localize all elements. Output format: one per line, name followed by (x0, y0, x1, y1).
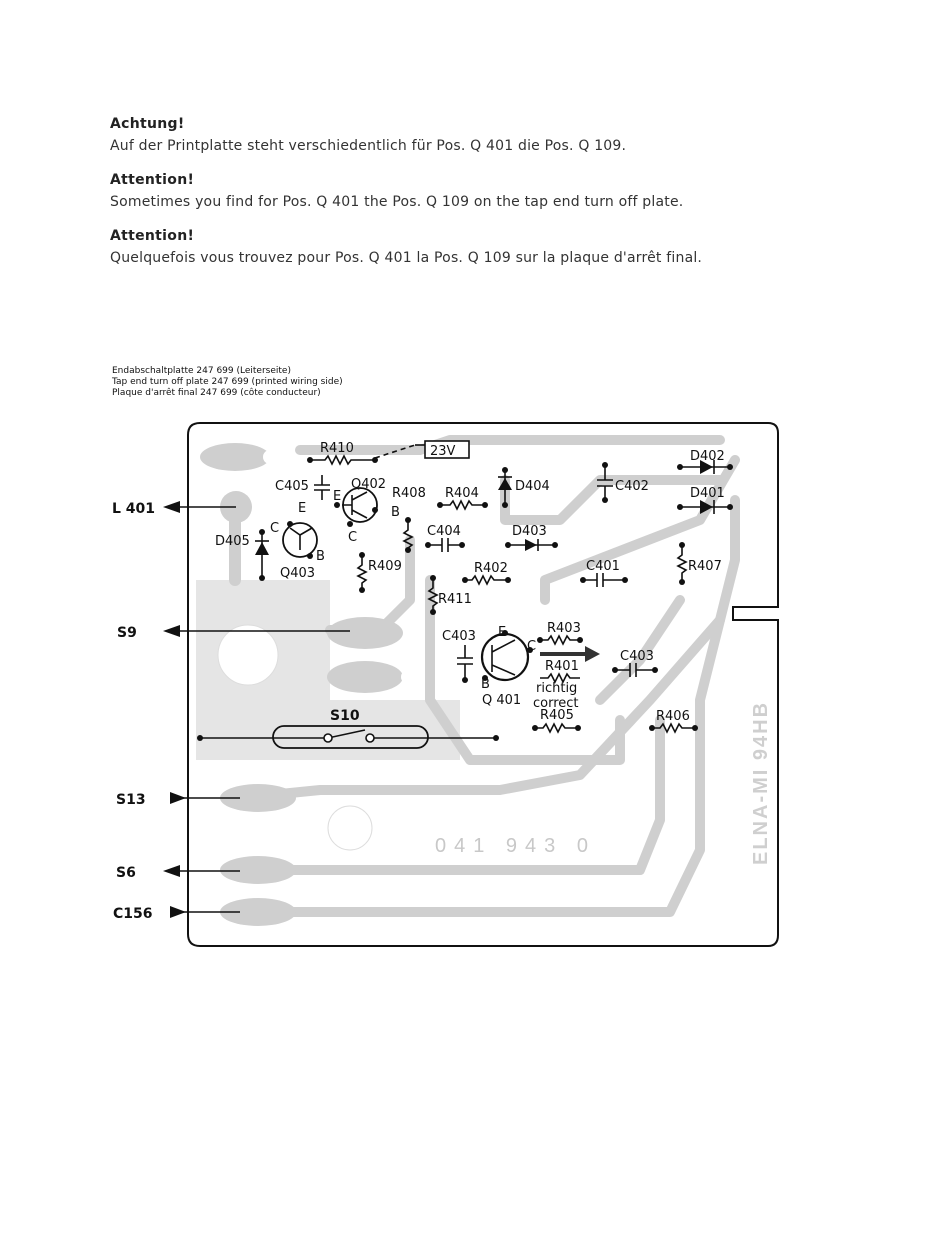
label-d405: D405 (215, 534, 250, 549)
notes-section: Achtung! Auf der Printplatte steht versc… (110, 116, 870, 284)
label-r405: R405 (540, 708, 574, 723)
board-part-number: 041 943 0 (435, 835, 596, 857)
connector-c156-label: C156 (113, 906, 153, 922)
label-c-q403: C (270, 521, 279, 536)
label-d404: D404 (515, 479, 550, 494)
note-english: Attention! Sometimes you find for Pos. Q… (110, 172, 870, 210)
label-s10: S10 (330, 708, 360, 724)
label-q403: Q403 (280, 566, 315, 581)
label-r404: R404 (445, 486, 479, 501)
component-labels: R410 23V D402 C405 Q402 R408 R404 D404 C… (215, 441, 725, 724)
connector-s6-label: S6 (116, 865, 136, 881)
label-richtig: richtig (536, 681, 577, 696)
label-b-q401: B (481, 677, 490, 692)
label-q401: Q 401 (482, 693, 521, 708)
label-r407: R407 (688, 559, 722, 574)
note-german: Achtung! Auf der Printplatte steht versc… (110, 116, 870, 154)
connector-s9-label: S9 (117, 625, 137, 641)
label-r410: R410 (320, 441, 354, 456)
label-23v: 23V (430, 444, 456, 459)
note-text: Auf der Printplatte steht verschiedentli… (110, 138, 627, 154)
label-e2-q402: E (333, 489, 341, 504)
label-b-q402: B (391, 505, 400, 520)
label-r411: R411 (438, 592, 472, 607)
note-title: Attention! (110, 172, 195, 188)
label-e-q401: E (498, 625, 506, 640)
note-french: Attention! Quelquefois vous trouvez pour… (110, 228, 870, 266)
label-d403: D403 (512, 524, 547, 539)
label-r403: R403 (547, 621, 581, 636)
label-c-q402: C (348, 530, 357, 545)
connector-l401-label: L 401 (112, 501, 155, 517)
label-e-q402: E (298, 501, 306, 516)
note-title: Achtung! (110, 116, 185, 132)
label-correct: correct (533, 696, 579, 711)
note-text: Quelquefois vous trouvez pour Pos. Q 401… (110, 250, 703, 266)
label-d402: D402 (690, 449, 725, 464)
copper-traces (196, 435, 740, 926)
label-c401: C401 (586, 559, 620, 574)
label-q402: Q402 (351, 477, 386, 492)
label-c404: C404 (427, 524, 461, 539)
component-symbols (197, 440, 733, 749)
note-title: Attention! (110, 228, 195, 244)
label-b-q403: B (316, 549, 325, 564)
label-r409: R409 (368, 559, 402, 574)
label-r401: R401 (545, 659, 579, 674)
label-r408: R408 (392, 486, 426, 501)
label-c405: C405 (275, 479, 309, 494)
label-r402: R402 (474, 561, 508, 576)
board-vendor-mark: ELNA-MI 94HB (750, 701, 772, 865)
label-c403-left: C403 (442, 629, 476, 644)
label-c-q401: C (527, 639, 536, 654)
caption-line-de: Endabschaltplatte 247 699 (Leiterseite) (112, 366, 291, 376)
label-d401: D401 (690, 486, 725, 501)
label-r406: R406 (656, 709, 690, 724)
caption-line-en: Tap end turn off plate 247 699 (printed … (112, 377, 343, 387)
label-c402: C402 (615, 479, 649, 494)
label-c403-right: C403 (620, 649, 654, 664)
connector-s13-label: S13 (116, 792, 146, 808)
caption-line-fr: Plaque d'arrêt final 247 699 (côte condu… (112, 388, 321, 398)
figure-caption: Endabschaltplatte 247 699 (Leiterseite) … (112, 366, 343, 399)
connector-arrows (163, 501, 350, 918)
board-outline (187, 422, 779, 947)
note-text: Sometimes you find for Pos. Q 401 the Po… (110, 194, 684, 210)
